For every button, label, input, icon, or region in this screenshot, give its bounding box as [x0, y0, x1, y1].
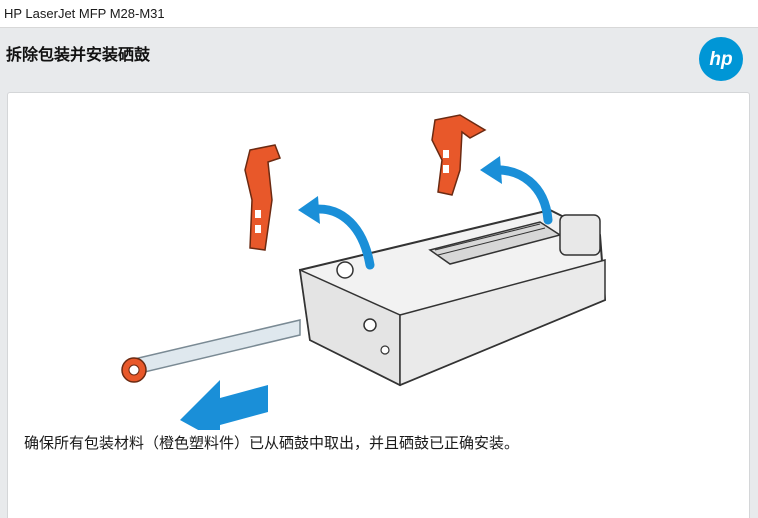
pull-out-arrow [180, 380, 268, 430]
instruction-caption: 确保所有包装材料（橙色塑料件）已从硒鼓中取出，并且硒鼓已正确安装。 [24, 434, 520, 452]
hp-logo-icon: hp [699, 37, 743, 81]
window-titlebar: HP LaserJet MFP M28-M31 [0, 0, 758, 28]
toner-cartridge [298, 208, 607, 387]
remove-arrow-right [480, 156, 553, 225]
remove-arrow-left [298, 196, 375, 270]
seal-strip [121, 319, 301, 383]
toner-cartridge-unpacking-illustration [121, 114, 607, 430]
page-header: 拆除包装并安装硒鼓 [0, 28, 758, 90]
packing-clip-left [244, 144, 281, 251]
packing-clip-right [431, 114, 487, 196]
hp-logo-text: hp [709, 49, 732, 70]
window-title: HP LaserJet MFP M28-M31 [4, 6, 165, 21]
page-title: 拆除包装并安装硒鼓 [6, 45, 151, 64]
